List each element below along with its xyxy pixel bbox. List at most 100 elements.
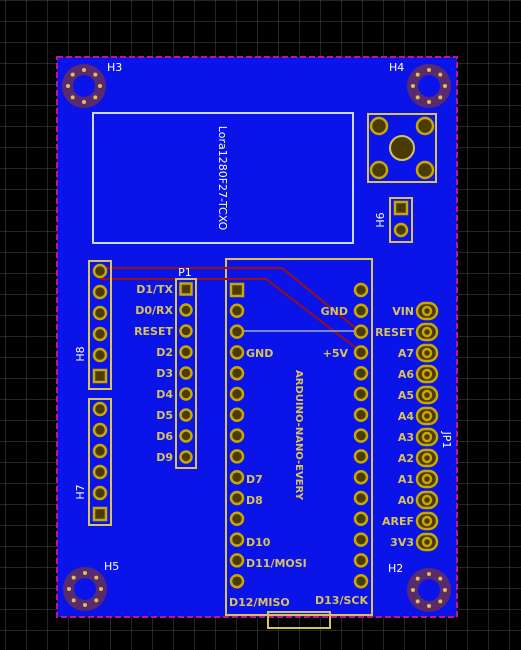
h8-pad bbox=[92, 326, 108, 342]
h5-designator: H5 bbox=[104, 560, 119, 573]
p1-pad bbox=[179, 387, 193, 401]
mount-hole-via bbox=[415, 599, 420, 604]
nano-pad-right bbox=[353, 449, 369, 464]
mount-hole-via bbox=[94, 575, 99, 580]
h6-pad bbox=[393, 222, 409, 238]
nano-label-d7: D7 bbox=[246, 473, 263, 486]
h4-designator: H4 bbox=[389, 61, 404, 74]
lora-module-outline bbox=[92, 112, 354, 244]
nano-pad-right bbox=[353, 282, 369, 298]
jp1-label: A3 bbox=[398, 431, 414, 444]
nano-pad-left bbox=[229, 324, 245, 339]
jp1-pad-drill bbox=[421, 347, 433, 359]
mount-hole-via bbox=[443, 84, 447, 88]
mount-hole-via bbox=[415, 72, 420, 77]
p1-pad bbox=[179, 303, 193, 317]
h6-header-outline bbox=[389, 197, 413, 243]
nano-label-d13: D13/SCK bbox=[315, 594, 368, 607]
mount-hole-h4-drill bbox=[418, 75, 440, 97]
jp1-label: A5 bbox=[398, 389, 414, 402]
mount-hole-via bbox=[94, 598, 99, 603]
p1-label: D1/TX bbox=[136, 283, 173, 296]
h7-pad bbox=[92, 401, 108, 417]
p1-pad-square bbox=[179, 282, 193, 296]
mount-hole-via bbox=[438, 95, 443, 100]
mount-hole-via bbox=[427, 100, 431, 104]
nano-pad-left bbox=[229, 428, 245, 443]
mount-hole-via bbox=[83, 603, 87, 607]
mount-hole-via bbox=[427, 68, 431, 72]
jp1-pad-drill bbox=[421, 410, 433, 422]
nano-label-d12: D12/MISO bbox=[229, 596, 290, 609]
p1-pad bbox=[179, 450, 193, 464]
button-pad bbox=[369, 116, 389, 136]
mount-hole-via bbox=[83, 571, 87, 575]
h3-designator: H3 bbox=[107, 61, 122, 74]
usb-connector-outline bbox=[267, 611, 331, 629]
jp1-label: 3V3 bbox=[390, 536, 414, 549]
mount-hole-via bbox=[99, 587, 103, 591]
jp1-label: A1 bbox=[398, 473, 414, 486]
p1-label: RESET bbox=[134, 325, 173, 338]
nano-pad-right bbox=[353, 469, 369, 485]
jp1-designator: JP1 bbox=[440, 431, 453, 449]
p1-designator: P1 bbox=[178, 266, 192, 279]
mount-hole-via bbox=[93, 72, 98, 77]
mount-hole-via bbox=[438, 576, 443, 581]
p1-pad bbox=[179, 429, 193, 443]
jp1-label: A6 bbox=[398, 368, 415, 381]
jp1-pad-drill bbox=[421, 536, 433, 548]
h6-designator: H6 bbox=[374, 212, 387, 227]
p1-pad bbox=[179, 324, 193, 338]
nano-pad-left bbox=[229, 365, 245, 381]
button-pad bbox=[415, 160, 435, 180]
button-pad bbox=[415, 116, 435, 136]
h6-pad-square bbox=[393, 200, 409, 216]
mount-hole-via bbox=[411, 84, 415, 88]
mount-hole-via bbox=[71, 575, 76, 580]
mount-hole-via bbox=[93, 95, 98, 100]
nano-pad-left bbox=[229, 303, 245, 319]
pushbutton-actuator bbox=[389, 135, 415, 161]
mount-hole-via bbox=[71, 598, 76, 603]
nano-pad-right bbox=[353, 345, 369, 360]
nano-pad-left bbox=[229, 449, 245, 464]
lora-module-label: Lora1280F27-TCXO bbox=[216, 126, 229, 231]
mount-hole-via bbox=[411, 588, 415, 592]
mount-hole-via bbox=[98, 84, 102, 88]
jp1-label: RESET bbox=[375, 326, 414, 339]
nano-right-labels: GND +5V D13/SCK bbox=[315, 305, 368, 607]
nano-label-gnd-right: GND bbox=[321, 305, 348, 318]
nano-pad-right bbox=[353, 303, 369, 319]
nano-pad-left bbox=[229, 573, 245, 589]
h8-pad bbox=[92, 347, 108, 363]
h8-pad bbox=[92, 263, 108, 279]
mount-hole-via bbox=[67, 587, 71, 591]
nano-label-gnd-left: GND bbox=[246, 347, 273, 360]
mount-hole-via bbox=[438, 72, 443, 77]
jp1-pad-drill bbox=[421, 452, 433, 464]
trace-1 bbox=[100, 267, 359, 331]
jp1-pad-drill bbox=[421, 305, 433, 317]
mount-hole-via bbox=[443, 588, 447, 592]
jp1-label: A2 bbox=[398, 452, 414, 465]
nano-pad-right bbox=[353, 553, 369, 568]
mount-hole-via bbox=[70, 95, 75, 100]
mount-hole-h2-drill bbox=[418, 579, 440, 601]
trace-2 bbox=[100, 278, 357, 349]
traces bbox=[100, 267, 359, 349]
p1-label: D3 bbox=[156, 367, 173, 380]
mount-hole-via bbox=[427, 604, 431, 608]
nano-pad-left bbox=[229, 553, 245, 568]
nano-label-d11: D11/MOSI bbox=[246, 557, 307, 570]
jp1-label: VIN bbox=[392, 305, 414, 318]
h8-designator: H8 bbox=[74, 346, 87, 361]
mount-hole-h3-drill bbox=[73, 75, 95, 97]
nano-pad-right bbox=[353, 365, 369, 381]
nano-pad-left bbox=[229, 407, 245, 423]
jp1-label: A4 bbox=[398, 410, 415, 423]
h7-designator: H7 bbox=[74, 484, 87, 499]
nano-left-labels: GND D7 D8 D10 D11/MOSI D12/MISO bbox=[229, 347, 307, 609]
mount-hole-via bbox=[66, 84, 70, 88]
